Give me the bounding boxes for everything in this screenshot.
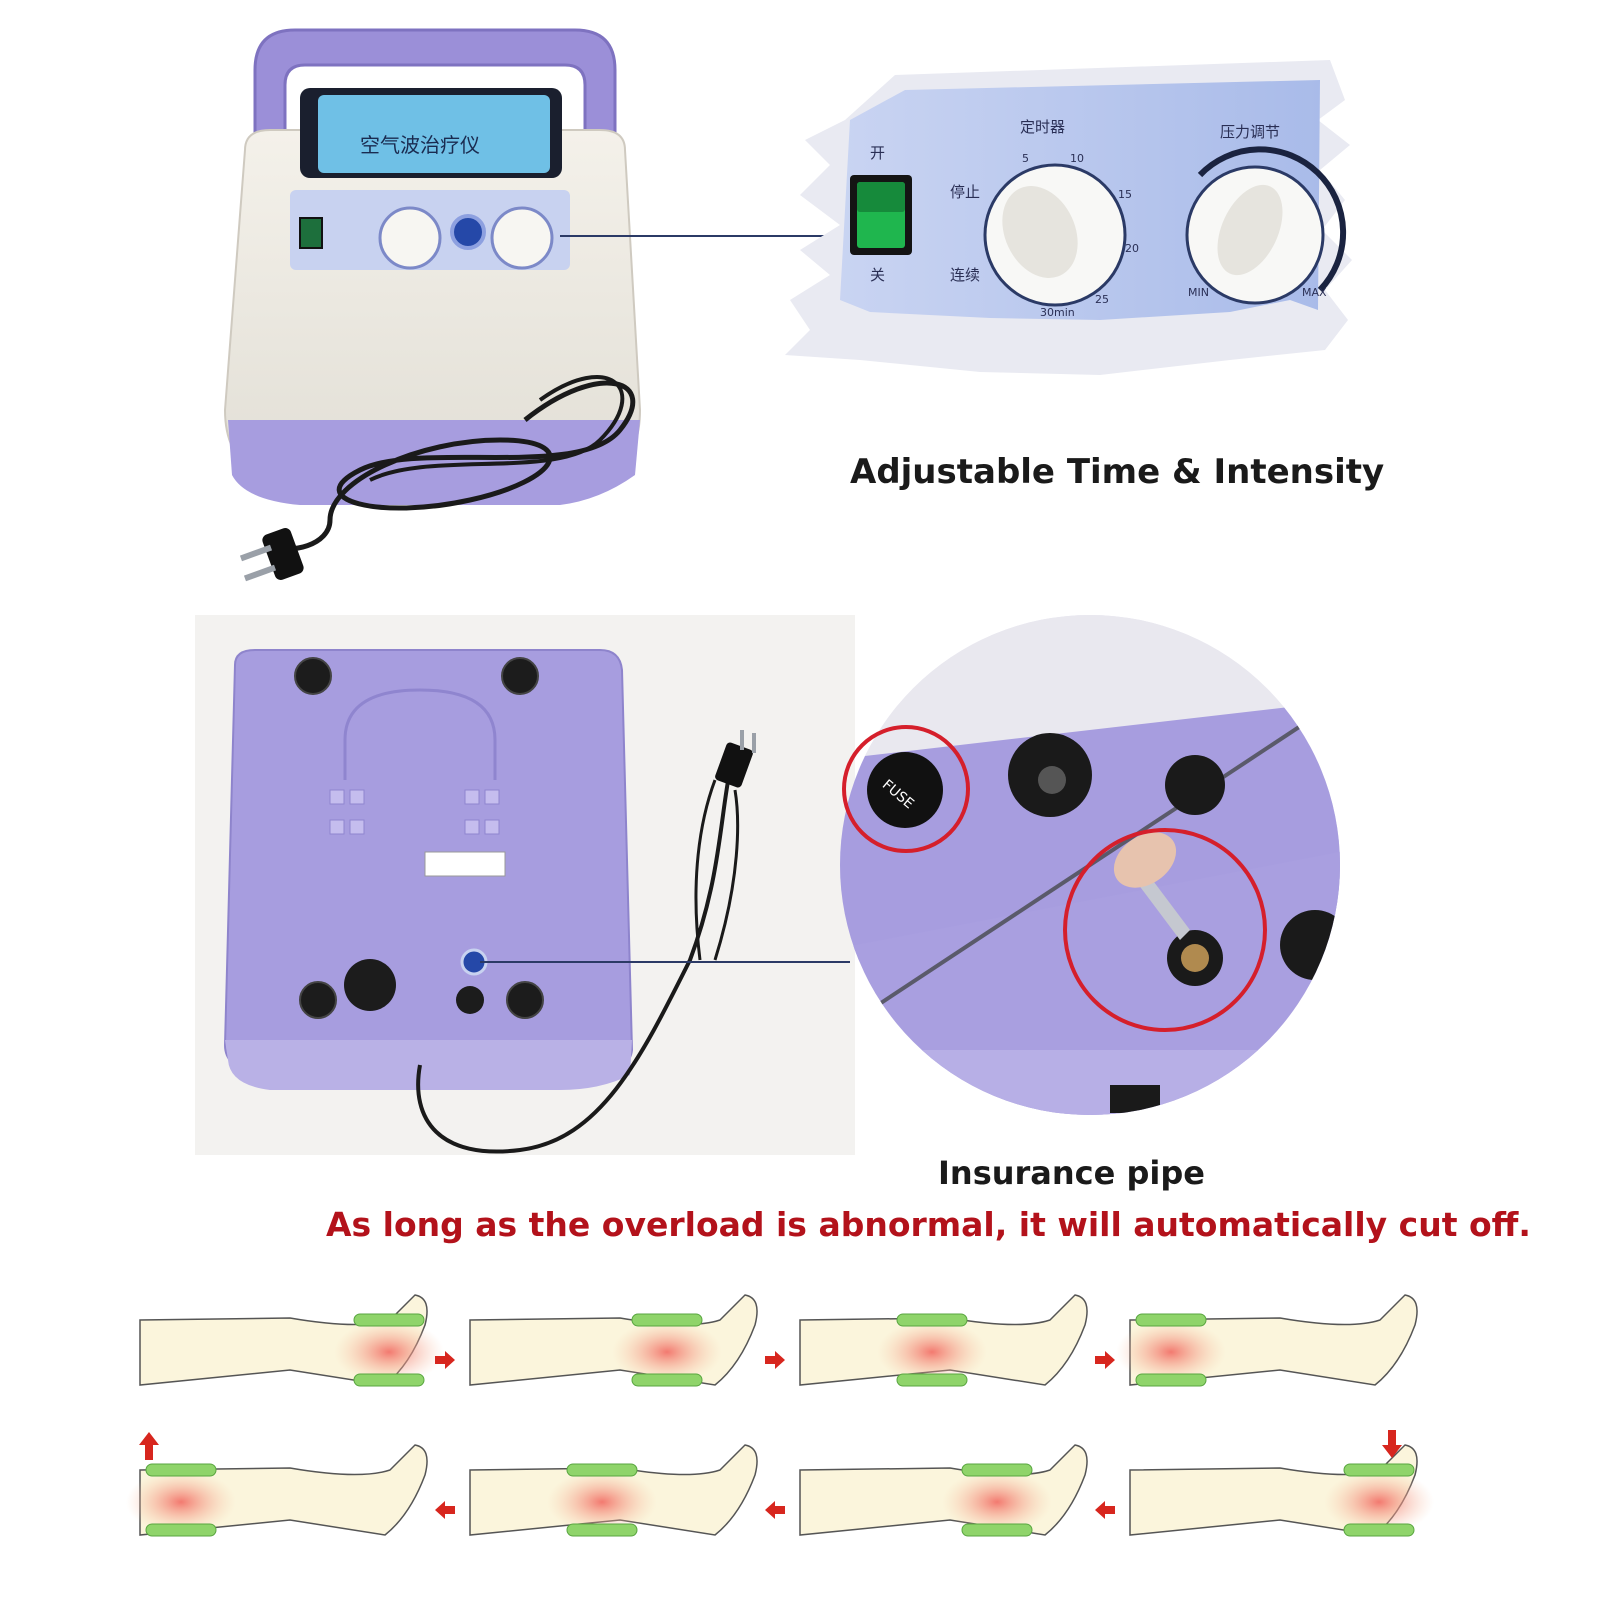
device-bottom-view: [195, 615, 855, 1155]
leg-step: [799, 1444, 1088, 1537]
timer-mark-15: 15: [1118, 188, 1132, 201]
arrow-left-icon: [435, 1501, 455, 1519]
leg-step: [1116, 1294, 1418, 1387]
leg-step: [126, 1444, 428, 1537]
pressure-max-label: MAX: [1302, 286, 1327, 299]
timer-mark-30: 30min: [1040, 306, 1075, 319]
control-panel-zoom: 开 关 定时器 停止 连续 5 10 15 20 25 30min 压力调节 M…: [785, 60, 1352, 375]
timer-mark-20: 20: [1125, 242, 1139, 255]
power-off-label: 关: [870, 266, 885, 284]
leg-step: [469, 1294, 758, 1387]
leg-compression-sequence: [126, 1294, 1434, 1537]
arrow-right-icon: [765, 1351, 785, 1369]
timer-mark-25: 25: [1095, 293, 1109, 306]
fuse-insert-highlight-circle: [1063, 828, 1267, 1032]
leg-step: [139, 1294, 444, 1387]
pressure-min-label: MIN: [1188, 286, 1209, 299]
fuse-highlight-circle: [842, 725, 970, 853]
pressure-label: 压力调节: [1220, 123, 1280, 141]
power-on-label: 开: [870, 144, 885, 162]
caption-adjustable-time: Adjustable Time & Intensity: [850, 452, 1385, 492]
arrow-right-icon: [1095, 1351, 1115, 1369]
timer-continuous-label: 连续: [950, 266, 980, 284]
leg-step: [1129, 1444, 1434, 1537]
fuse-zoom-circle: FUSE: [840, 615, 1340, 1115]
timer-stop-label: 停止: [950, 183, 980, 201]
screen-text: 空气波治疗仪: [360, 133, 480, 157]
arrow-up-icon: [139, 1432, 159, 1460]
arrow-left-icon: [1095, 1501, 1115, 1519]
timer-mark-5: 5: [1022, 152, 1029, 165]
device-front-view: 空气波治疗仪: [223, 28, 642, 582]
arrow-left-icon: [765, 1501, 785, 1519]
leg-step: [469, 1444, 758, 1537]
arrow-right-icon: [435, 1351, 455, 1369]
leg-step: [799, 1294, 1088, 1387]
caption-overload-warning: As long as the overload is abnormal, it …: [326, 1205, 1531, 1244]
arrow-down-icon: [1382, 1430, 1402, 1458]
timer-label: 定时器: [1020, 118, 1065, 136]
timer-mark-10: 10: [1070, 152, 1084, 165]
caption-insurance-pipe: Insurance pipe: [938, 1154, 1205, 1192]
